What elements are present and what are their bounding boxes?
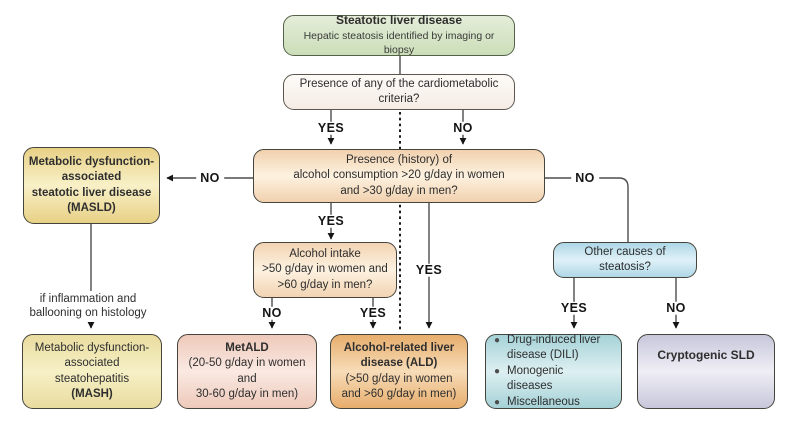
edge-label-yes: YES <box>313 122 349 135</box>
node-text: Presence of any of the cardiometabolic c… <box>299 77 499 105</box>
edge-label-no: NO <box>662 302 690 315</box>
edge-label-no: NO <box>258 307 286 320</box>
bullet-text: Monogenic diseases <box>507 365 564 392</box>
node-title: Steatotic liver disease <box>335 13 463 28</box>
histology-condition-note: if inflammation and ballooning on histol… <box>27 291 149 322</box>
node-line: and <box>237 372 257 385</box>
node-line: Metabolic dysfunction- <box>34 342 150 355</box>
node-line: (MASLD) <box>67 201 116 214</box>
node-title-line: disease (ALD) <box>360 357 438 370</box>
edge-label-no: NO <box>571 172 599 185</box>
node-line: steatotic liver disease <box>31 186 152 199</box>
bullet-icon: ● <box>494 366 501 377</box>
node-cryptogenic-sld: Cryptogenic SLD <box>637 334 775 409</box>
node-line: (>50 g/day in women <box>345 372 453 385</box>
node-line: Presence (history) of <box>345 154 453 167</box>
node-other-causes-list: ● Drug-induced liver disease (DILI) ● Mo… <box>485 334 622 409</box>
node-ald: Alcohol-related liver disease (ALD) (>50… <box>330 334 468 409</box>
node-line: Metabolic dysfunction- <box>28 156 155 169</box>
connector-history-no-to-other <box>545 177 629 242</box>
edge-label-yes: YES <box>556 302 592 315</box>
node-title: MetALD <box>225 342 269 355</box>
node-line: and >60 g/day in men) <box>341 387 457 400</box>
node-other-causes-question: Other causes of steatosis? <box>553 242 697 278</box>
node-title: Cryptogenic SLD <box>657 348 755 362</box>
node-alcohol-history-question: Presence (history) of alcohol consumptio… <box>253 149 545 203</box>
node-line: (20-50 g/day in women <box>188 357 306 370</box>
node-line: steatohepatitis <box>54 372 130 385</box>
bullet-item: ● Drug-induced liver disease (DILI) <box>494 333 611 363</box>
node-line: and >30 g/day in men? <box>340 184 458 197</box>
node-title-line: Alcohol-related liver <box>343 342 455 355</box>
bullet-text: Miscellaneous <box>507 396 580 409</box>
node-line: steatosis? <box>599 261 651 273</box>
node-metald: MetALD (20-50 g/day in women and 30-60 g… <box>177 334 317 409</box>
note-line: ballooning on histology <box>29 307 147 320</box>
edge-label-no: NO <box>196 172 224 185</box>
edge-label-yes: YES <box>411 264 447 277</box>
bullet-text: Drug-induced liver disease (DILI) <box>507 333 601 361</box>
node-subtitle: Hepatic steatosis identified by imaging … <box>303 30 495 56</box>
bullet-item: ● Monogenic diseases <box>494 364 611 394</box>
bullet-icon: ● <box>494 397 501 409</box>
node-line: >60 g/day in men? <box>277 278 373 291</box>
node-acronym: (MASH) <box>71 387 113 400</box>
node-line: 30-60 g/day in men) <box>195 387 299 400</box>
node-line: Alcohol intake <box>289 248 361 261</box>
node-mash: Metabolic dysfunction- associated steato… <box>22 334 162 409</box>
node-line: Other causes of <box>584 245 666 258</box>
node-line: associated <box>61 171 122 184</box>
bullet-item: ● Miscellaneous <box>494 395 611 410</box>
edge-label-no: NO <box>449 122 477 135</box>
node-line: >50 g/day in women and <box>262 263 388 276</box>
node-steatotic-liver-disease: Steatotic liver disease Hepatic steatosi… <box>283 13 515 56</box>
bullet-icon: ● <box>494 334 501 346</box>
node-alcohol-intake-question: Alcohol intake >50 g/day in women and >6… <box>253 242 397 298</box>
node-cardiometabolic-criteria: Presence of any of the cardiometabolic c… <box>283 74 515 110</box>
note-line: if inflammation and <box>39 293 137 305</box>
node-masld: Metabolic dysfunction- associated steato… <box>23 147 160 224</box>
edge-label-yes: YES <box>313 215 349 228</box>
node-line: alcohol consumption >20 g/day in women <box>293 169 505 182</box>
edge-label-yes: YES <box>355 307 391 320</box>
node-line: associated <box>64 357 120 370</box>
